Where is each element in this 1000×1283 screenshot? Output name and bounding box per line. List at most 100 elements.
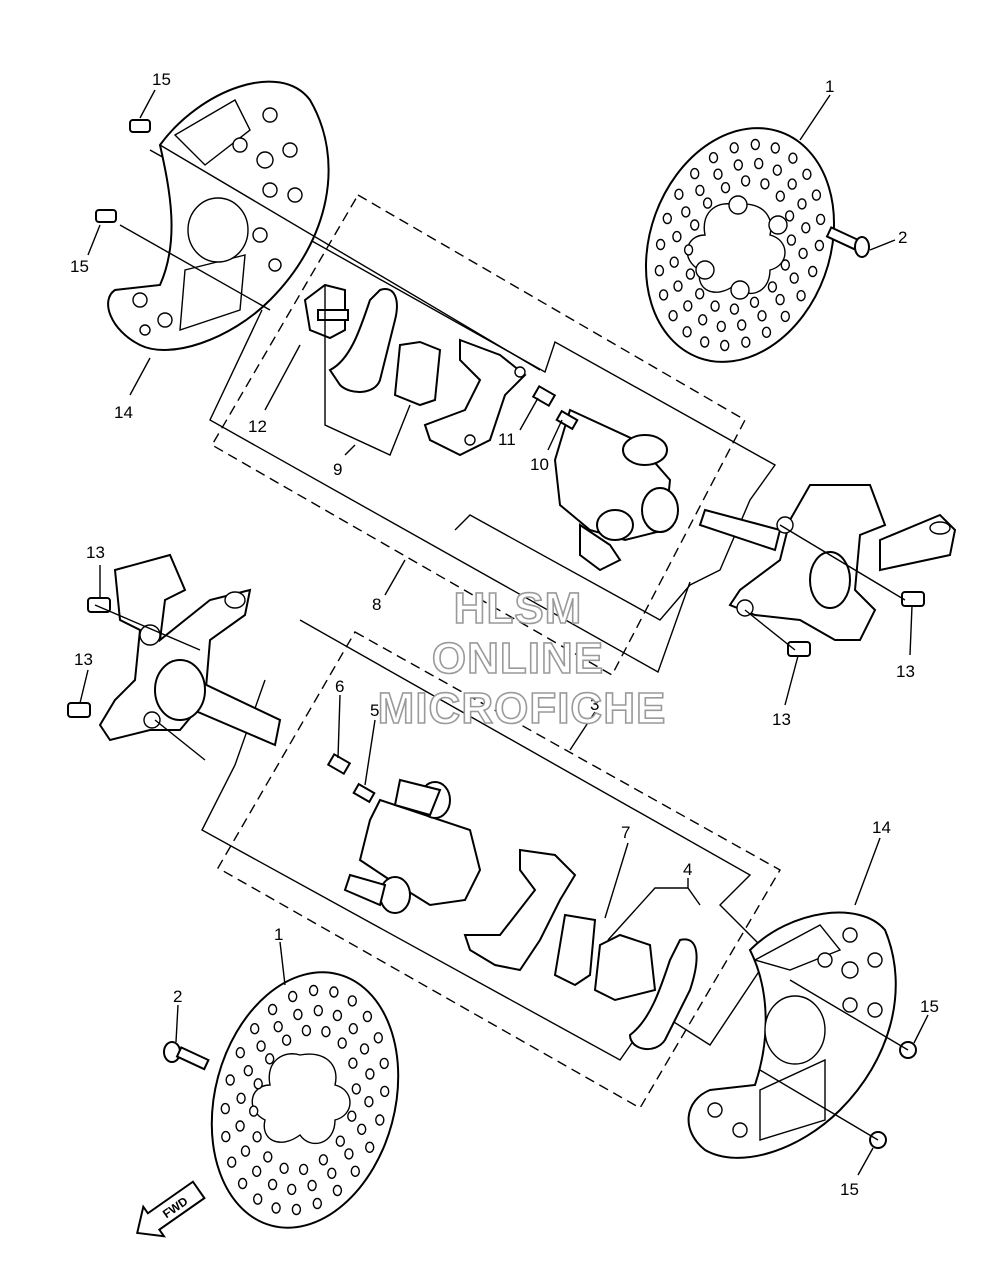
disc-perforation-hole — [312, 1197, 322, 1210]
disc-perforation-hole — [658, 289, 669, 301]
disc-perforation-hole — [329, 986, 339, 998]
lower-brake-shield — [687, 911, 897, 1159]
disc-perforation-hole — [288, 990, 298, 1003]
disc-perforation-hole — [787, 178, 797, 190]
disc-perforation-hole — [293, 1008, 303, 1021]
watermark: HLSM ONLINE MICROFICHE — [377, 583, 666, 734]
disc-perforation-hole — [252, 1131, 262, 1143]
lower-pad-shim — [553, 913, 597, 987]
lower-leader-outline — [201, 619, 771, 1061]
disc-perforation-hole — [248, 1105, 259, 1117]
lower-disc-bolt — [163, 1041, 210, 1071]
disc-perforation-hole — [348, 1022, 358, 1035]
callout-10: 10 — [530, 455, 549, 474]
disc-perforation-hole — [669, 256, 679, 268]
lower-caliper-assembly-box — [217, 631, 781, 1109]
disc-perforation-hole — [668, 310, 678, 322]
disc-perforation-hole — [256, 1040, 266, 1052]
disc-perforation-hole — [695, 184, 705, 197]
disc-perforation-hole — [332, 1009, 343, 1022]
disc-perforation-hole — [729, 142, 739, 154]
disc-perforation-hole — [350, 1165, 360, 1178]
disc-perforation-hole — [313, 1004, 323, 1017]
disc-perforation-hole — [281, 1034, 292, 1046]
disc-perforation-hole — [226, 1156, 237, 1168]
disc-perforation-hole — [347, 995, 357, 1007]
callout-13-right-b: 13 — [772, 710, 791, 729]
disc-perforation-hole — [380, 1085, 390, 1098]
disc-perforation-hole — [740, 175, 751, 187]
disc-perforation-hole — [365, 1141, 375, 1154]
disc-perforation-hole — [321, 1025, 331, 1038]
disc-perforation-hole — [263, 1151, 273, 1163]
disc-perforation-hole — [307, 1179, 317, 1192]
disc-perforation-hole — [674, 188, 684, 201]
callout-14-lower: 14 — [872, 818, 891, 837]
callout-8: 8 — [372, 595, 381, 614]
callout-13-left-b: 13 — [74, 650, 93, 669]
disc-perforation-hole — [720, 181, 731, 194]
callout-11: 11 — [498, 430, 516, 449]
left-steering-knuckle — [98, 553, 282, 747]
disc-perforation-hole — [673, 280, 683, 292]
disc-perforation-hole — [221, 1130, 231, 1143]
upper-leader-outline-2 — [209, 309, 691, 674]
lower-brake-disc — [210, 971, 400, 1229]
disc-perforation-hole — [720, 339, 730, 352]
disc-perforation-hole — [655, 238, 666, 251]
disc-perforation-hole — [348, 1057, 358, 1069]
disc-perforation-hole — [344, 1148, 354, 1160]
disc-perforation-hole — [757, 310, 767, 322]
disc-perforation-hole — [347, 1110, 357, 1122]
upper-disc-holes — [654, 138, 826, 352]
disc-perforation-hole — [308, 984, 319, 997]
disc-perforation-hole — [267, 1003, 278, 1016]
disc-perforation-hole — [373, 1032, 383, 1044]
disc-perforation-hole — [700, 336, 710, 348]
callout-6: 6 — [335, 677, 344, 696]
disc-perforation-hole — [682, 326, 692, 338]
disc-perforation-hole — [760, 178, 770, 190]
upper-pad-shim — [303, 283, 349, 340]
callout-3: 3 — [590, 695, 599, 714]
callout-13-right-a: 13 — [896, 662, 915, 681]
disc-perforation-hole — [220, 1102, 231, 1115]
callout-1-upper: 1 — [825, 77, 834, 96]
bolt-13-d — [787, 641, 811, 657]
upper-brake-pad — [393, 340, 442, 407]
disc-perforation-hole — [733, 159, 743, 171]
bolt-15-a — [129, 119, 151, 133]
callout-14-upper: 14 — [114, 403, 133, 422]
disc-perforation-hole — [798, 247, 808, 260]
disc-perforation-hole — [695, 288, 705, 300]
disc-perforation-hole — [235, 1046, 246, 1059]
callout-13-left-a: 13 — [86, 543, 105, 562]
disc-perforation-hole — [359, 1043, 370, 1055]
disc-perforation-hole — [364, 1095, 374, 1108]
disc-perforation-hole — [802, 168, 812, 181]
upper-brake-disc — [644, 127, 836, 363]
callout-9: 9 — [333, 460, 342, 479]
upper-caliper-body — [553, 408, 679, 572]
disc-perforation-hole — [253, 1078, 263, 1090]
disc-perforation-hole — [271, 1202, 281, 1214]
disc-perforation-hole — [775, 190, 785, 202]
callout-2-upper: 2 — [898, 228, 907, 247]
disc-perforation-hole — [357, 1123, 367, 1136]
disc-perforation-hole — [814, 239, 825, 252]
disc-perforation-hole — [685, 268, 696, 280]
callout-15-lower-b: 15 — [840, 1180, 859, 1199]
disc-perforation-hole — [801, 222, 811, 234]
disc-perforation-hole — [690, 219, 700, 231]
disc-perforation-hole — [811, 189, 822, 201]
disc-perforation-hole — [253, 1193, 263, 1205]
lower-bleed-cap — [352, 782, 376, 804]
callout-4: 4 — [683, 860, 692, 879]
bolt-13-c — [901, 591, 925, 607]
disc-perforation-hole — [780, 259, 790, 271]
disc-perforation-hole — [225, 1074, 235, 1086]
lower-caliper-bracket — [463, 848, 577, 972]
disc-perforation-hole — [716, 320, 726, 333]
upper-disc-bolt — [825, 226, 870, 258]
callout-2-lower: 2 — [173, 987, 182, 1006]
